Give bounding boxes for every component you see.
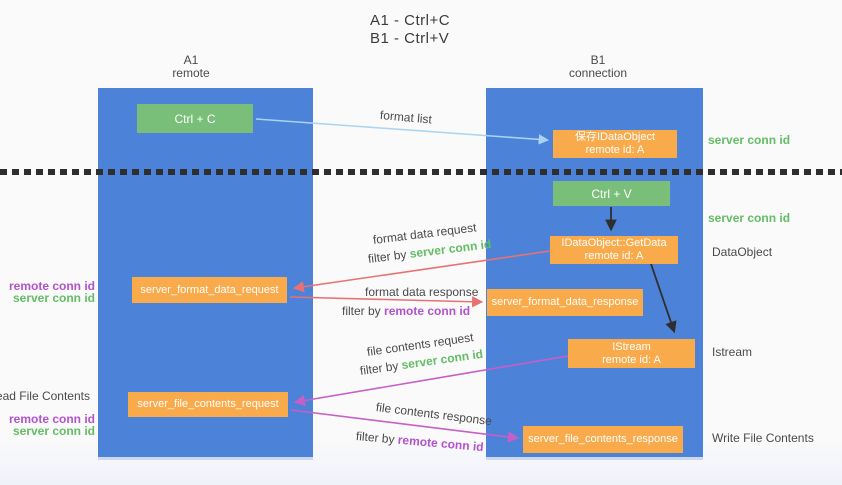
istream-line2: remote id: A	[602, 353, 661, 366]
column-header-a1: A1 remote	[141, 54, 241, 80]
save-idataobject-line2: remote id: A	[585, 144, 645, 156]
server-file-contents-response-label: server_file_contents_response	[528, 433, 678, 445]
getdata-line1: IDataObject::GetData	[561, 237, 667, 249]
header-b1-name: B1	[590, 53, 606, 67]
box-ctrl-v: Ctrl + V	[553, 181, 670, 206]
label-format-data-response: format data response	[365, 285, 479, 299]
server-format-data-request-label: server_format_data_request	[140, 283, 279, 296]
remote-conn-id-text: remote conn id	[397, 432, 485, 455]
filter-by-text: filter by	[367, 247, 408, 266]
header-a1-name: A1	[183, 53, 199, 67]
save-idataobject-line1: 保存IDataObject	[574, 131, 656, 143]
box-server-file-contents-response: server_file_contents_response	[523, 426, 683, 453]
label-remote-conn-id-left-1: remote conn id	[8, 279, 95, 293]
header-b1-role: connection	[568, 66, 628, 80]
box-istream: IStream remote id: A	[568, 339, 695, 368]
label-server-conn-id-left-1: server conn id	[12, 291, 95, 305]
server-file-contents-request-label: server_file_contents_request	[137, 398, 279, 410]
filter-by-text: filter by	[342, 304, 381, 318]
diagram-title: A1 - Ctrl+C B1 - Ctrl+V	[370, 12, 450, 48]
box-save-idataobject: 保存IDataObject remote id: A	[553, 130, 677, 158]
label-filter-by-remote-2: filter by remote conn id	[355, 429, 484, 454]
label-file-contents-response: file contents response	[375, 400, 493, 429]
filter-by-text: filter by	[359, 358, 400, 378]
box-server-format-data-response: server_format_data_response	[487, 289, 643, 316]
title-line-1: A1 - Ctrl+C	[370, 12, 451, 29]
label-server-conn-id-right-2: server conn id	[708, 211, 791, 225]
box-server-file-contents-request: server_file_contents_request	[128, 392, 288, 417]
label-write-file-contents: Write File Contents	[712, 431, 814, 445]
label-server-conn-id-right-1: server conn id	[708, 133, 791, 147]
box-ctrl-c: Ctrl + C	[137, 104, 253, 133]
ctrl-v-label: Ctrl + V	[591, 186, 632, 201]
filter-by-text: filter by	[355, 429, 396, 447]
server-format-data-response-label: server_format_data_response	[491, 296, 639, 308]
istream-line1: IStream	[612, 340, 651, 353]
box-idataobject-getdata: IDataObject::GetData remote id: A	[550, 236, 678, 264]
ctrl-c-label: Ctrl + C	[174, 111, 216, 126]
remote-conn-id-text: remote conn id	[384, 304, 471, 318]
label-filter-by-remote-1: filter by remote conn id	[342, 304, 470, 318]
label-format-list: format list	[379, 108, 433, 127]
title-line-2: B1 - Ctrl+V	[370, 30, 450, 47]
label-dataobject: DataObject	[712, 245, 773, 259]
box-server-format-data-request: server_format_data_request	[132, 277, 287, 303]
header-a1-role: remote	[172, 66, 210, 80]
dashed-separator	[0, 169, 842, 175]
label-server-conn-id-left-2: server conn id	[12, 424, 95, 438]
label-remote-conn-id-left-2: remote conn id	[8, 412, 95, 426]
column-header-b1: B1 connection	[548, 54, 648, 80]
getdata-line2: remote id: A	[584, 250, 644, 262]
label-istream: Istream	[712, 345, 753, 359]
label-read-file-contents: Read File Contents	[0, 389, 90, 403]
